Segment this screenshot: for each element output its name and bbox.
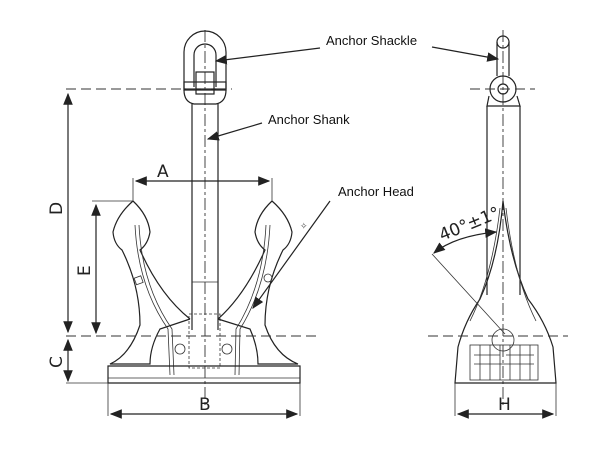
front-base <box>107 365 301 384</box>
side-view: H 40°±1° <box>428 30 568 419</box>
head-arrow <box>252 200 331 309</box>
dimension-d-label: D <box>47 202 67 215</box>
angle-reference-line <box>431 253 506 335</box>
side-shackle-arrow <box>431 46 500 62</box>
angle-label: 40°±1° <box>436 203 503 245</box>
front-shank <box>188 104 221 369</box>
callouts: Anchor Shackle Anchor Shank Anchor Head <box>206 33 500 309</box>
shackle-arrow <box>214 47 321 65</box>
callout-anchor-shackle: Anchor Shackle <box>326 33 417 48</box>
dimension-h-label: H <box>498 395 511 415</box>
front-flukes: ✧ <box>109 200 308 376</box>
svg-text:✧: ✧ <box>300 222 308 232</box>
dimension-e-label: E <box>75 265 95 276</box>
dimension-c-label: C <box>47 356 67 368</box>
front-view: ✧ A B C D E <box>47 30 318 419</box>
dimension-b-label: B <box>199 395 211 415</box>
shank-arrow <box>206 122 263 141</box>
dimension-a-label: A <box>157 162 169 182</box>
angle-arc <box>433 228 498 254</box>
callout-anchor-shank: Anchor Shank <box>268 112 350 127</box>
callout-anchor-head: Anchor Head <box>338 184 414 199</box>
